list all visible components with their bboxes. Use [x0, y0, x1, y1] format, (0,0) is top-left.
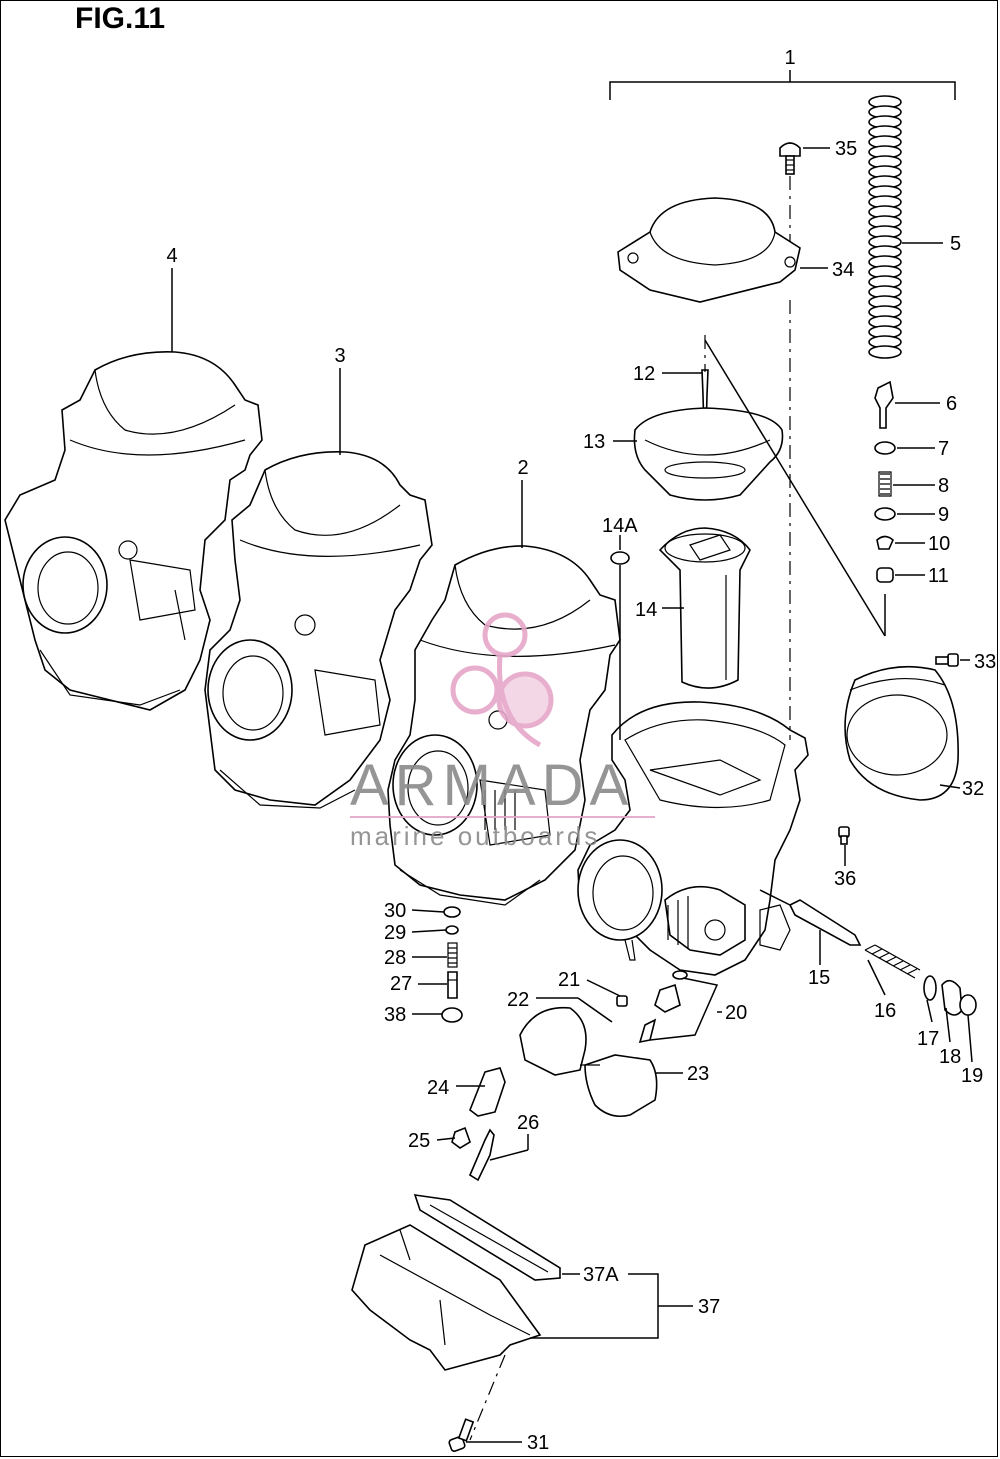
callout-32: 32: [962, 778, 984, 800]
callout-19: 19: [961, 1065, 983, 1087]
callout-10: 10: [928, 533, 950, 555]
callout-16: 16: [874, 1000, 896, 1022]
callout-27: 27: [390, 973, 412, 995]
watermark-logo: [450, 612, 554, 748]
piston-14: [658, 527, 751, 689]
callout-11: 11: [928, 565, 949, 587]
spring-16: [864, 944, 921, 979]
callout-4: 4: [166, 245, 177, 267]
plug-18: [941, 979, 963, 1016]
cap-19: [959, 994, 977, 1016]
callout-labels: 1 2 3 4 5 6 7 8 9 10 11 12 13 14 14A 15 …: [166, 47, 996, 1454]
screw-36: [838, 826, 850, 845]
callout-15: 15: [808, 967, 830, 989]
callout-8: 8: [938, 475, 949, 497]
callout-31: 31: [527, 1432, 549, 1454]
carburetor-3: [204, 451, 433, 809]
washer-17: [923, 975, 937, 1001]
watermark-tagline: marine outboards: [350, 821, 600, 851]
callout-38: 38: [384, 1004, 406, 1026]
callout-3: 3: [334, 345, 345, 367]
figure-title: FIG.11: [75, 2, 166, 35]
assembly-line-6-11: [704, 339, 886, 637]
callout-13: 13: [583, 431, 605, 453]
callout-22: 22: [507, 989, 529, 1011]
callout-20: 20: [725, 1002, 747, 1024]
callout-7: 7: [938, 438, 949, 460]
spring-coil: [868, 345, 902, 359]
float-chamber-37: [351, 1224, 542, 1371]
screw-35: [779, 142, 801, 175]
callout-14a: 14A: [602, 515, 638, 537]
callout-2: 2: [517, 457, 528, 479]
needle-clip-6: [874, 380, 894, 429]
watermark-brand: ARMADA: [350, 753, 634, 818]
spacer-11: [876, 567, 894, 583]
screw-31: [448, 1418, 475, 1452]
leader-20-bracket: [649, 977, 719, 1041]
bracket-1: [609, 81, 956, 100]
watermark: ARMADA marine outboards: [350, 612, 655, 851]
main-jet-holder-24: [469, 1067, 506, 1117]
gasket-37a: [413, 1194, 561, 1281]
top-cover-32: [844, 665, 959, 801]
clip-10: [876, 535, 894, 550]
top-cap-34: [617, 197, 801, 303]
screw-33: [935, 653, 959, 667]
needle-valve-20: [638, 970, 688, 1044]
callout-18: 18: [939, 1046, 961, 1068]
leader-lines: [171, 147, 973, 1443]
screw-21: [616, 995, 628, 1007]
callout-29: 29: [384, 922, 406, 944]
callout-9: 9: [938, 504, 949, 526]
cap-38: [441, 1007, 463, 1023]
o-ring-14a: [610, 551, 630, 565]
washer-9: [874, 507, 896, 521]
carburetor-1-body: [577, 701, 809, 976]
carburetor-4: [4, 351, 263, 711]
callout-28: 28: [384, 947, 406, 969]
spring-28: [447, 942, 458, 968]
callout-24: 24: [427, 1077, 449, 1099]
callout-14: 14: [635, 599, 657, 621]
callout-1: 1: [784, 47, 795, 69]
diaphragm-13: [633, 407, 784, 501]
axis-31: [469, 1354, 506, 1441]
callout-25: 25: [408, 1130, 430, 1152]
callout-33: 33: [974, 651, 996, 673]
carburetor-2: [387, 545, 621, 906]
float-23: [519, 1006, 658, 1118]
callout-6: 6: [946, 393, 957, 415]
adjust-screw-15: [759, 889, 862, 946]
callout-12: 12: [633, 363, 655, 385]
callout-5: 5: [950, 233, 961, 255]
callout-36: 36: [834, 868, 856, 890]
callout-35: 35: [835, 138, 857, 160]
callout-17: 17: [917, 1028, 939, 1050]
pilot-screw-27: [447, 971, 458, 999]
main-jet-25: [451, 1126, 471, 1149]
callout-23: 23: [687, 1063, 709, 1085]
callout-34: 34: [832, 259, 854, 281]
washer-7: [874, 441, 896, 455]
callout-26: 26: [517, 1112, 539, 1134]
callout-37a: 37A: [583, 1264, 619, 1286]
pilot-jet-26: [468, 1128, 495, 1182]
callout-21: 21: [558, 969, 580, 991]
washer-30: [443, 906, 461, 918]
callout-37: 37: [698, 1296, 720, 1318]
o-ring-29: [445, 925, 459, 935]
callout-30: 30: [384, 900, 406, 922]
float-pin-22: [577, 997, 613, 1023]
spring-5: [868, 95, 902, 359]
spring-8: [878, 471, 892, 497]
